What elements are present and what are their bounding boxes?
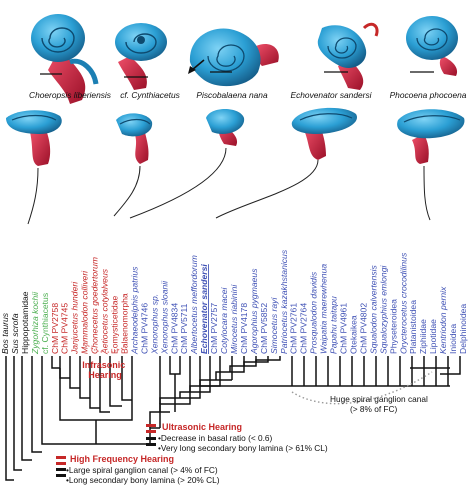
ear-model-cynthiacetus: [115, 23, 167, 90]
taxon-label: ChM PV2757: [209, 303, 219, 354]
ultrasonic-point-2: •Very long secondary bony lamina (> 61% …: [158, 443, 328, 453]
taxon-label: ChM PV4745: [60, 303, 70, 354]
ear-model-choeropsis: [31, 14, 99, 104]
taxon-label: Xenorophus sp.: [149, 294, 159, 355]
taxon-label: ChM PV4961: [339, 303, 349, 354]
arrow-icon: [188, 66, 196, 74]
taxon-label: Squalozyphius emlongi: [378, 265, 388, 354]
taxon-label: Archaeodelphis patrius: [129, 266, 139, 355]
taxon-label: Papahu taitapu: [329, 296, 339, 354]
vestibule-model-2: [116, 113, 153, 164]
infrasonic-dotted-line: [83, 339, 127, 353]
taxon-label: Physeteroidea: [388, 299, 398, 354]
taxon-label: Agorophius pygmaeus: [249, 268, 259, 355]
vestibule-model-5: [397, 109, 465, 164]
taxon-label: Ziphiidae: [418, 319, 428, 354]
vestibule-model-3: [206, 109, 245, 146]
taxon-label: Zygorhiza kochii: [30, 291, 40, 355]
arrow-icon: [191, 59, 205, 71]
caption-echovenator: Echovenator sandersi: [290, 90, 372, 100]
taxon-label: Cotylocara macei: [219, 287, 229, 354]
taxon-label: Balaenomorpha: [120, 293, 130, 354]
taxon-label: Bos taurus: [0, 312, 10, 354]
taxon-label: ChM PV5711: [179, 303, 189, 354]
vestibule-model-1: [6, 110, 62, 166]
taxon-label: ChM PV4178: [239, 303, 249, 354]
phylogenetic-tree: [5, 356, 461, 481]
taxon-label: Inioidea: [448, 324, 458, 354]
high-frequency-point-2: •Long secondary bony lamina (> 20% CL): [66, 475, 220, 485]
taxon-label: Eomysticetidae: [110, 296, 120, 354]
taxon-label: Albertocetus meffordorum: [189, 255, 199, 355]
taxon-label: Waipatia maerewhenua: [319, 264, 329, 354]
infrasonic-label: Infrasonic Hearing: [82, 360, 128, 380]
taxon-label: ChM PV2761: [289, 303, 299, 354]
high-frequency-point-1: •Large spiral ganglion canal (> 4% of FC…: [66, 465, 218, 475]
caption-cynthiacetus: cf. Cynthiacetus: [120, 90, 180, 100]
taxon-label: Hippopotamidae: [20, 291, 30, 354]
taxon-label: ChM PV4746: [139, 303, 149, 354]
taxon-label: ChM PV4802: [358, 303, 368, 354]
taxon-label: Orycterocetus crocodilinus: [398, 252, 408, 354]
taxon-label: Platanistoidea: [408, 300, 418, 354]
ultrasonic-point-1: •Decrease in basal ratio (< 0.6): [158, 433, 273, 443]
ultrasonic-title: Ultrasonic Hearing: [162, 422, 242, 432]
caption-choeropsis: Choeropsis liberiensis: [29, 90, 112, 100]
spiral-canal-dotted-line: [291, 371, 433, 405]
taxon-label: Mammalodon colliveri: [80, 270, 90, 354]
taxon-label: Aetiocetus cotylalveus: [100, 268, 110, 355]
high-frequency-marker: [56, 456, 66, 477]
taxon-label: Delphinoidea: [458, 304, 468, 354]
spiral-canal-note: Huge spiral ganglion canal (> 8% of FC): [330, 394, 430, 414]
taxon-label: Prosqualodon davidis: [309, 271, 319, 354]
taxon-label: Chonecetus goedertorum: [90, 257, 100, 354]
taxon-label: ChM PV4834: [169, 303, 179, 354]
ear-model-echovenator: [317, 22, 379, 90]
taxon-label: cf. Cynthiacetus: [40, 293, 50, 354]
taxon-label: Sus scrofa: [10, 313, 20, 354]
taxon-label: ChM PV5852: [259, 303, 269, 354]
taxon-label: Janjucetus hunderi: [70, 281, 80, 355]
taxon-label: Otekaikea: [349, 315, 359, 354]
taxon-label: Squalodon calvertensis: [368, 264, 378, 354]
ear-model-piscobalaena: [188, 28, 279, 87]
taxon-label: Simocetus rayi: [269, 297, 279, 354]
taxon-label: Xenorophus sloanii: [159, 280, 169, 355]
caption-phocoena: Phocoena phocoena: [390, 90, 467, 100]
ear-model-phocoena: [406, 16, 458, 76]
taxon-label: Kentriodon pernix: [438, 286, 448, 354]
high-frequency-title: High Frequency Hearing: [70, 454, 174, 464]
vestibule-model-4: [291, 107, 357, 160]
connector-lines: [27, 147, 431, 225]
taxon-label: Patriocetus kazakhstanicus: [279, 249, 289, 354]
taxon-label: Echovenator sandersi: [199, 264, 209, 354]
taxon-label: Mirocetus riabinini: [229, 284, 239, 354]
ultrasonic-marker: [146, 424, 156, 446]
taxon-label: ChM PV2764: [299, 303, 309, 354]
taxon-label: ChM PV2758: [50, 303, 60, 354]
taxon-label: Lipotidae: [428, 319, 438, 354]
caption-piscobalaena: Piscobalaena nana: [196, 90, 268, 100]
